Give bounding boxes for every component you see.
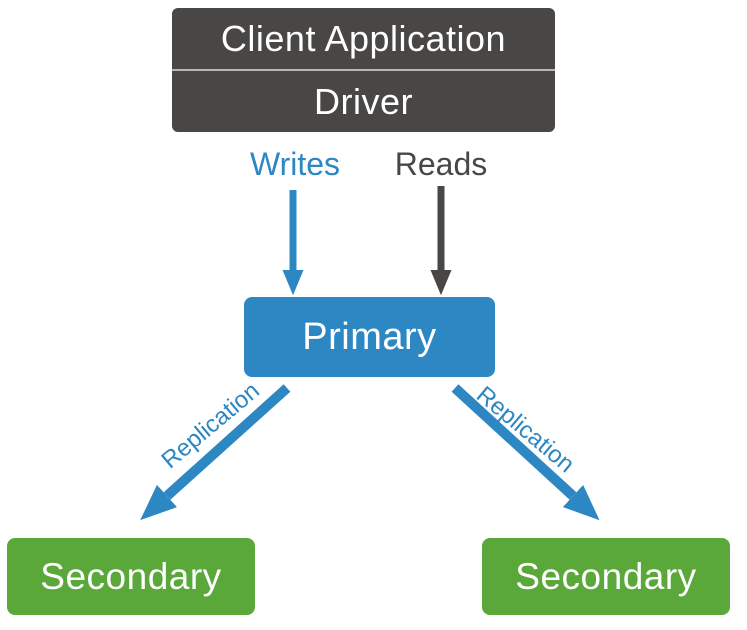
client-application-label: Client Application	[172, 8, 555, 71]
driver-label: Driver	[314, 80, 413, 122]
primary-node: Primary	[244, 297, 495, 377]
secondary-node-left: Secondary	[7, 538, 255, 615]
reads-label: Reads	[394, 146, 488, 182]
replication-label-left: Replication	[156, 377, 265, 475]
writes-label: Writes	[249, 146, 341, 182]
secondary-node-right: Secondary	[482, 538, 730, 615]
client-application-box: Client Application Driver	[172, 8, 555, 132]
replication-label-right: Replication	[471, 381, 580, 479]
